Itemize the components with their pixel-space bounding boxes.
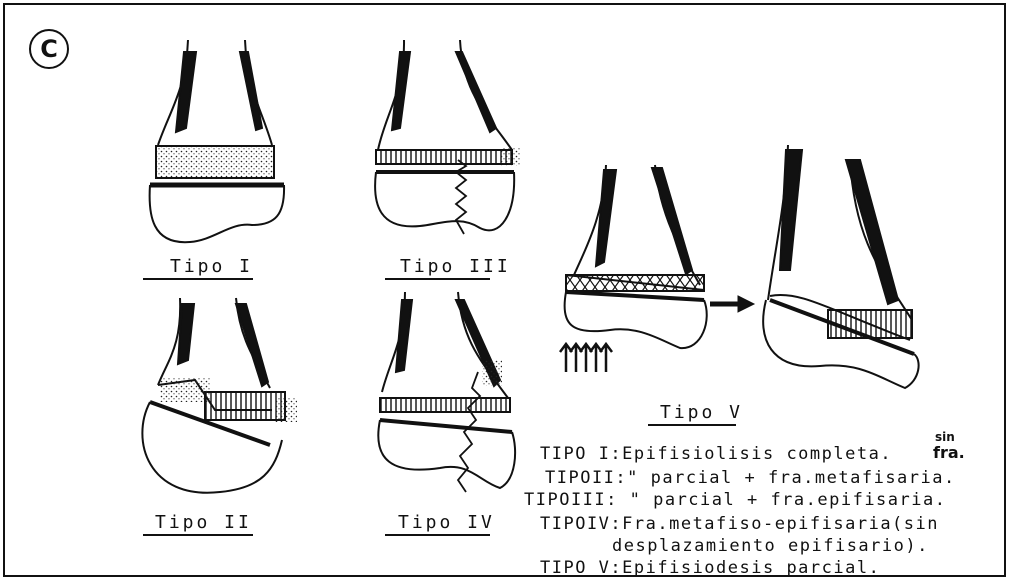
- label-tipo-1: Tipo I: [170, 256, 253, 277]
- legend-row-5: desplazamiento epifisario).: [612, 538, 929, 555]
- bone-tipo-1: [150, 40, 284, 242]
- legend-row-4: TIPOIV:Fra.metafiso-epifisaria(sin: [540, 516, 939, 533]
- legend-row-1: TIPO I:Epifisiolisis completa.: [540, 446, 892, 463]
- bone-tipo-3: [375, 40, 520, 234]
- bone-tipo-4: [378, 292, 515, 492]
- handwritten-note-top: sin: [935, 430, 955, 444]
- legend-text-6: Epifisiodesis parcial.: [622, 558, 880, 578]
- legend-text-3: " parcial + fra.epifisaria.: [618, 490, 947, 510]
- legend-text-1: Epifisiolisis completa.: [622, 444, 892, 464]
- label-tipo-2: Tipo II: [155, 512, 252, 533]
- legend-text-4: Fra.metafiso-epifisaria(sin: [622, 514, 939, 534]
- legend-type-2: TIPOII:: [545, 468, 627, 488]
- legend-row-6: TIPO V:Epifisiodesis parcial.: [540, 560, 880, 577]
- legend-text-2: " parcial + fra.metafisaria.: [627, 468, 956, 488]
- bone-tipo-5-before: [560, 165, 707, 372]
- underline-tipo-2: [143, 534, 253, 536]
- legend-row-3: TIPOIII: " parcial + fra.epifisaria.: [524, 492, 946, 509]
- label-tipo-3: Tipo III: [400, 256, 511, 277]
- legend-row-2: TIPOII:" parcial + fra.metafisaria.: [545, 470, 956, 487]
- compression-arrows: [560, 344, 612, 372]
- legend-text-5: desplazamiento epifisario).: [612, 536, 929, 556]
- legend-type-6: TIPO V:: [540, 558, 622, 578]
- underline-tipo-1: [143, 278, 253, 280]
- label-tipo-4: Tipo IV: [398, 512, 495, 533]
- label-tipo-5: Tipo V: [660, 402, 743, 423]
- bone-tipo-2: [142, 298, 297, 493]
- underline-tipo-5: [648, 424, 736, 426]
- legend-type-3: TIPOIII:: [524, 490, 618, 510]
- underline-tipo-3: [385, 278, 490, 280]
- handwritten-note-bottom: fra.: [933, 443, 965, 462]
- progression-arrow: [710, 296, 754, 312]
- bone-tipo-5-after: [763, 145, 918, 388]
- underline-tipo-4: [385, 534, 490, 536]
- legend-type-4: TIPOIV:: [540, 514, 622, 534]
- legend-type-1: TIPO I:: [540, 444, 622, 464]
